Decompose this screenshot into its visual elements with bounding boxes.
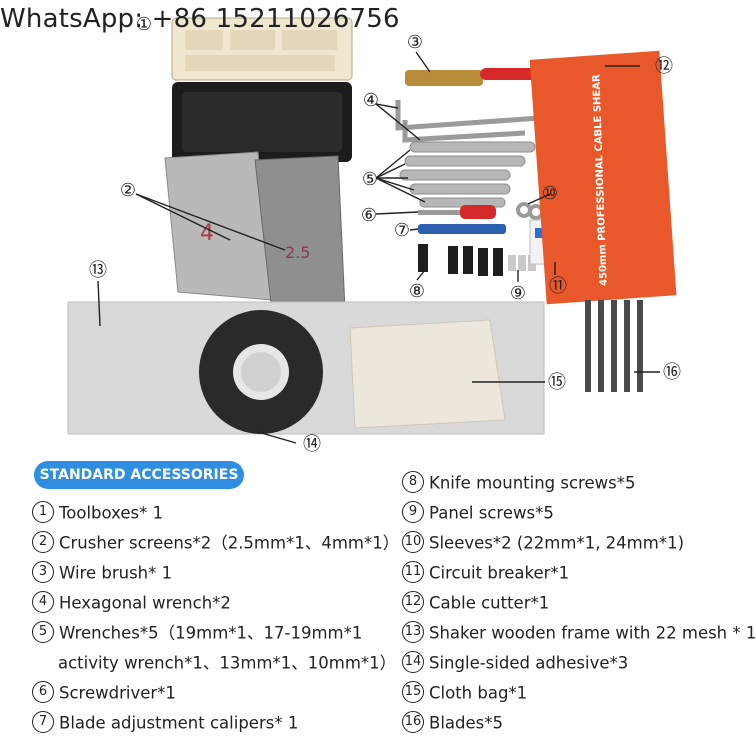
item-number: 16 [402, 710, 424, 733]
crusher-screen-4mm: 4 [164, 151, 273, 301]
toolbox-base [172, 82, 352, 162]
photo-label-15: ⑮ [548, 372, 566, 393]
screwdriver [418, 205, 496, 219]
photo-number-labels: ① ② ③ ④ ⑤ ⑥ ⑦ ⑧ ⑨ ⑩ ⑪ ⑫ ⑬ ⑭ ⑮ ⑯ [89, 14, 681, 455]
item-label: Sleeves*2 (22mm*1, 24mm*1) [429, 533, 685, 553]
item-number: 15 [402, 680, 424, 703]
photo-label-14: ⑭ [303, 434, 321, 455]
item-number: 1 [32, 500, 54, 523]
item-label: Knife mounting screws*5 [429, 473, 636, 493]
item-label: Hexagonal wrench*2 [59, 593, 231, 613]
hexagonal-wrenches [395, 100, 541, 143]
toolbox-lid [171, 17, 353, 81]
photo-label-8: ⑧ [409, 281, 425, 302]
item-label: Cloth bag*1 [429, 683, 528, 703]
item-number: 7 [32, 710, 54, 733]
item-number: 5 [32, 620, 54, 643]
item-label: Panel screws*5 [429, 503, 554, 523]
photo-label-9: ⑨ [510, 283, 526, 304]
item-number: 2 [32, 530, 54, 553]
photo-label-13: ⑬ [89, 260, 107, 281]
photo-label-4: ④ [363, 90, 379, 111]
cable-shear-box: 450mm PROFESSIONAL CABLE SHEAR [529, 50, 677, 305]
adhesive-roll [199, 310, 323, 434]
whatsapp-watermark: WhatsApp: +86 15211026756 [0, 4, 400, 34]
blades [585, 300, 643, 392]
photo-label-11: ⑪ [549, 276, 567, 297]
item-number: 9 [402, 500, 424, 523]
item-label: Screwdriver*1 [59, 683, 176, 703]
wire-brush [405, 68, 540, 86]
sleeves [516, 202, 544, 220]
photo-label-2: ② [120, 180, 136, 201]
knife-mounting-screws [418, 244, 503, 276]
item-number: 6 [32, 680, 54, 703]
item-label: Single-sided adhesive*3 [429, 653, 629, 673]
item-number: 8 [402, 470, 424, 493]
item-label: Circuit breaker*1 [429, 563, 570, 583]
callout-lines [97, 51, 660, 444]
standard-accessories-badge: STANDARD ACCESSORIES [34, 461, 244, 489]
item-number: 12 [402, 590, 424, 613]
screen-mark-4: 4 [200, 221, 214, 246]
item-number: 11 [402, 560, 424, 583]
item-label: Blade adjustment calipers* 1 [59, 713, 299, 733]
product-photo: 4 2.5 [67, 14, 681, 455]
photo-label-5: ⑤ [362, 169, 378, 190]
item-number: 4 [32, 590, 54, 613]
photo-label-1: ① [136, 14, 152, 35]
item-label: Toolboxes* 1 [59, 503, 164, 523]
item-label: Wrenches*5（19mm*1、17-19mm*1 [59, 623, 363, 643]
screen-mark-2-5: 2.5 [285, 243, 310, 262]
photo-label-6: ⑥ [361, 205, 377, 226]
item-label: Wire brush* 1 [59, 563, 173, 583]
blade-calipers [418, 224, 506, 234]
list-item-continuation: activity wrench*1、13mm*1、10mm*1） [58, 650, 396, 676]
item-number: 14 [402, 650, 424, 673]
item-label: Shaker wooden frame with 22 mesh * 1 [429, 623, 756, 643]
item-label: Blades*5 [429, 713, 503, 733]
item-number: 13 [402, 620, 424, 643]
item-number: 3 [32, 560, 54, 583]
photo-label-12: ⑫ [655, 56, 673, 77]
photo-label-3: ③ [407, 32, 423, 53]
item-label: activity wrench*1、13mm*1、10mm*1） [58, 653, 397, 673]
wrenches [399, 141, 536, 208]
photo-label-10: ⑩ [542, 183, 558, 204]
cloth-bag [349, 319, 506, 429]
item-number: 10 [402, 530, 424, 553]
item-label: Crusher screens*2（2.5mm*1、4mm*1） [59, 533, 400, 553]
photo-label-7: ⑦ [394, 220, 410, 241]
photo-label-16: ⑯ [663, 362, 681, 383]
item-label: Cable cutter*1 [429, 593, 550, 613]
